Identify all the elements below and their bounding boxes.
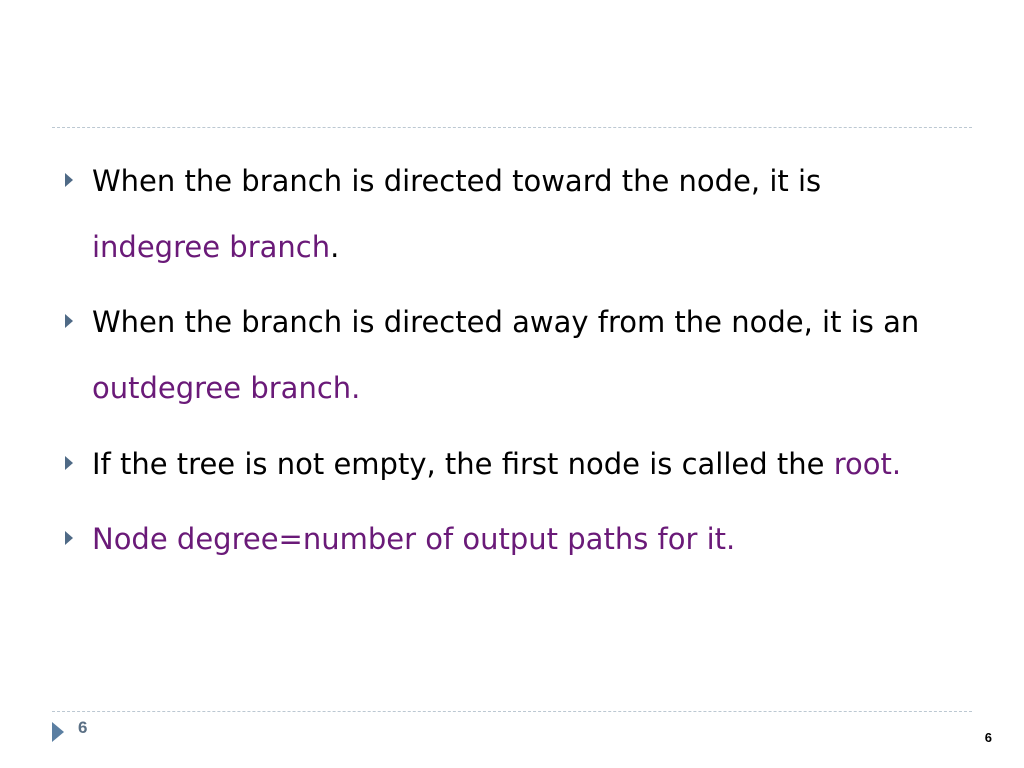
top-divider	[52, 127, 972, 128]
bottom-divider	[52, 711, 972, 712]
bullet-punctuation: .	[330, 230, 340, 264]
triangle-right-icon	[65, 314, 73, 328]
bullet-item-indegree: When the branch is directed toward the n…	[65, 148, 972, 280]
term-outdegree-branch: outdegree branch	[92, 371, 352, 405]
bullet-item-node-degree: Node degree=number of output paths for i…	[65, 506, 972, 572]
term-node-degree: Node degree=number of output paths for i…	[92, 522, 736, 556]
triangle-right-icon	[65, 173, 73, 187]
bullet-text: If the tree is not empty, the first node…	[92, 447, 834, 481]
term-indegree-branch: indegree branch	[92, 230, 331, 264]
bullet-item-root: If the tree is not empty, the first node…	[65, 431, 972, 497]
bullet-text: When the branch is directed away from th…	[92, 305, 920, 339]
term-root: root.	[833, 447, 902, 481]
bullet-item-outdegree: When the branch is directed away from th…	[65, 289, 972, 421]
bullet-punctuation: .	[351, 371, 361, 405]
slide-number-left: 6	[78, 718, 88, 737]
bullet-text: When the branch is directed toward the n…	[92, 164, 822, 198]
slide-number-right: 6	[984, 730, 992, 745]
triangle-right-icon	[65, 456, 73, 470]
footer-triangle-icon	[52, 722, 64, 742]
triangle-right-icon	[65, 531, 73, 545]
